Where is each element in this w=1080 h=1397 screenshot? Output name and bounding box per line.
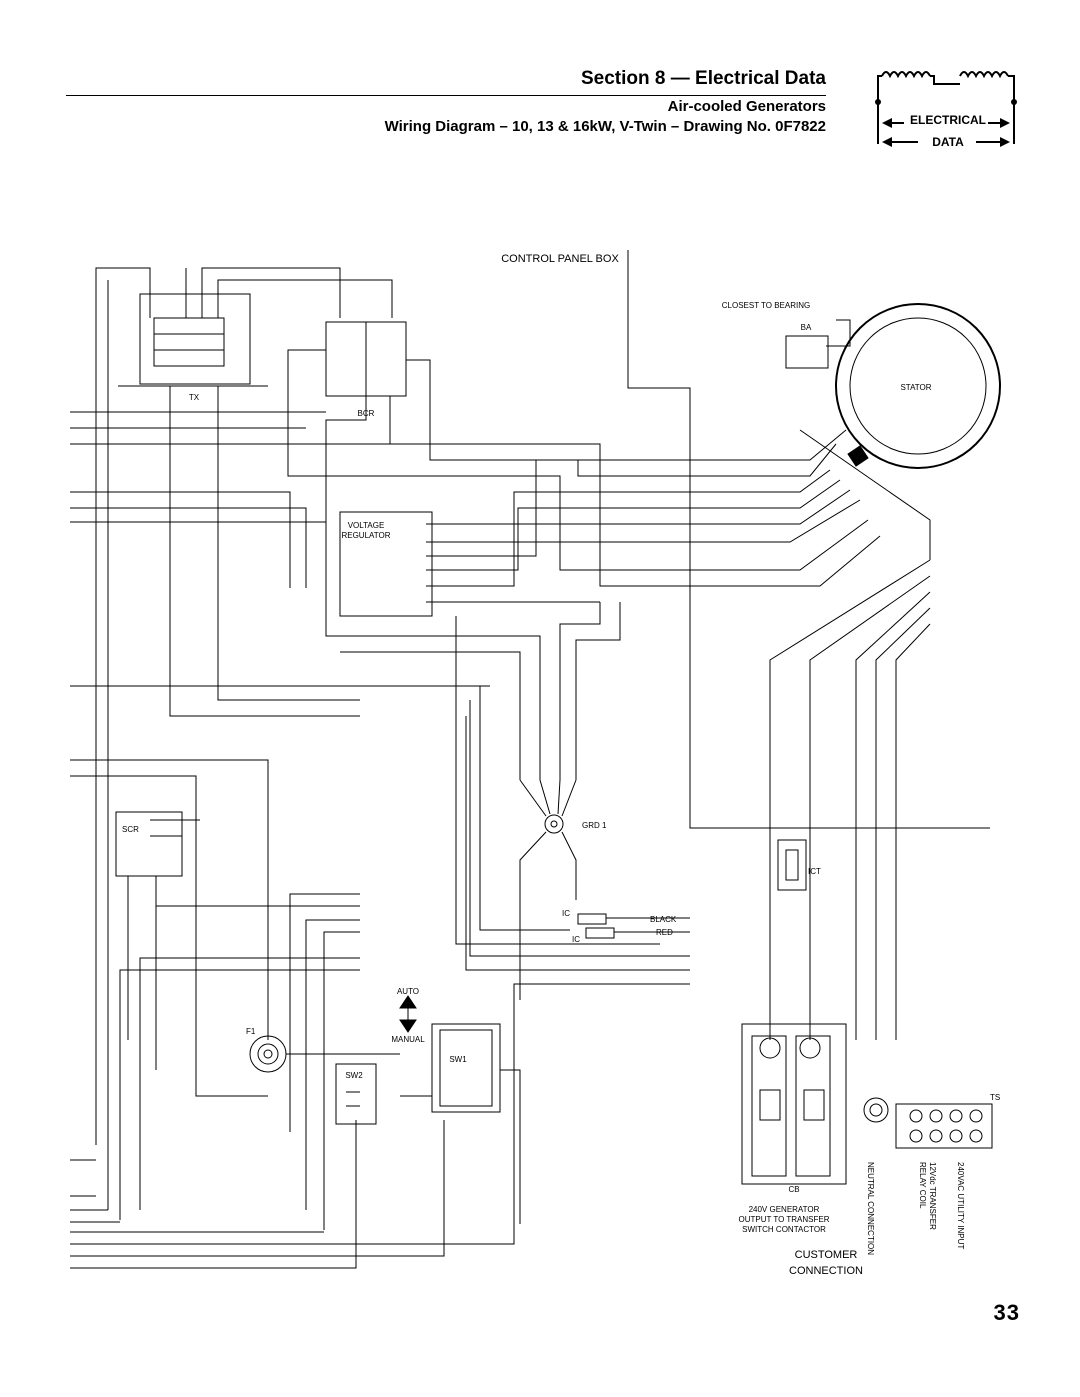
manual-label: MANUAL [391,1035,425,1044]
customer-label: CUSTOMER [795,1249,858,1261]
voltage-label: VOLTAGE [348,521,385,530]
auto-label: AUTO [397,987,419,996]
stator-label: STATOR [900,383,931,392]
tx-label: TX [189,393,200,402]
neutral-connection-label: NEUTRAL CONNECTION [866,1162,875,1255]
closest-to-bearing-label: CLOSEST TO BEARING [722,301,810,310]
cb-label: CB [788,1185,799,1194]
ic-label: IC [562,909,570,918]
ic-label-2: IC [572,935,580,944]
connection-label: CONNECTION [789,1265,863,1277]
control-panel-box-label: CONTROL PANEL BOX [501,253,619,265]
scr-label: SCR [122,825,139,834]
red-label: RED [656,928,673,937]
ts-label: TS [990,1093,1000,1102]
gen-output-line1: 240V GENERATOR [749,1205,820,1214]
utility-input-label: 240VAC UTILITY INPUT [956,1162,965,1249]
black-label: BLACK [650,915,677,924]
relay-coil-line1: 12Vdc TRANSFER [928,1162,937,1230]
badge-line2: DATA [932,135,964,149]
gen-output-line2: OUTPUT TO TRANSFER [739,1215,830,1224]
relay-coil-line2: RELAY COIL [918,1162,927,1209]
grd1-label: GRD 1 [582,821,607,830]
ict-label: ICT [808,867,821,876]
gen-output-line3: SWITCH CONTACTOR [742,1225,826,1234]
sw1-label: SW1 [449,1055,467,1064]
section-title: Section 8 — Electrical Data [581,68,826,89]
f1-label: F1 [246,1027,256,1036]
ba-label: BA [801,323,812,332]
sw2-label: SW2 [345,1071,363,1080]
electrical-data-badge: ELECTRICAL DATA [875,71,1017,149]
header-rule [66,95,826,96]
subtitle: Air-cooled Generators [667,98,826,115]
regulator-label: REGULATOR [341,531,390,540]
bcr-label: BCR [358,409,375,418]
page-number: 33 [993,1300,1020,1325]
badge-line1: ELECTRICAL [910,113,986,127]
drawing-title: Wiring Diagram – 10, 13 & 16kW, V-Twin –… [384,118,826,135]
